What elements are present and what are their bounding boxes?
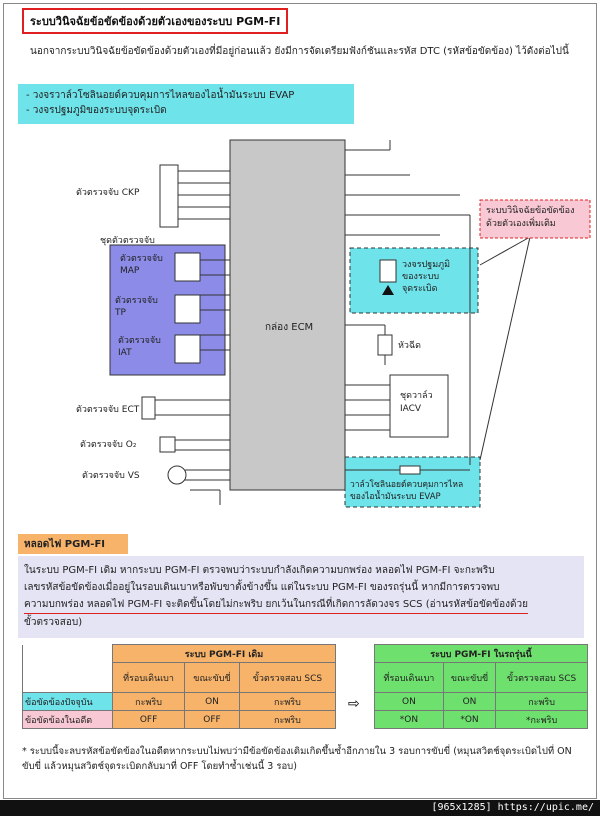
lamp-description: ในระบบ PGM-FI เดิม หากระบบ PGM-FI ตรวจพบ… (18, 556, 584, 638)
ckp-connector (159, 164, 179, 228)
ignition-arrow-icon (382, 285, 394, 295)
pink-callout (479, 199, 591, 239)
o2-sensor-symbol (159, 436, 176, 453)
arrow-icon: ⇨ (348, 696, 360, 712)
page-title: ระบบวินิจฉัยข้อขัดข้องด้วยตัวเองของระบบ … (22, 8, 289, 34)
list-item: - วงจรวาล์วโซลินอยด์ควบคุมการไหลของไอน้ำ… (26, 90, 295, 101)
pink-callout-label: ระบบวินิจฉัยข้อขัดข้องด้วยตัวเองเพิ่มเติ… (486, 206, 575, 229)
injector-label: หัวฉีด (398, 341, 421, 351)
sensor-set-label: ชุดตัวตรวจจับ (100, 236, 155, 246)
footnote: * ระบบนี้จะลบรหัสข้อขัดข้องในอดีตหากระบบ… (22, 746, 572, 772)
ecm-box (229, 139, 346, 491)
ignition-coil-symbol (379, 259, 397, 283)
ect-sensor-symbol (141, 396, 156, 420)
vs-sensor-symbol (167, 465, 187, 485)
lamp-comparison: ระบบ PGM-FI เดิม ที่รอบเดินเบา ขณะขับขี่… (22, 644, 588, 738)
list-item: - วงจรปฐมภูมิของระบบจุดระเบิด (26, 105, 167, 116)
ecm-label: กล่อง ECM (265, 322, 314, 333)
ignition-label: วงจรปฐมภูมิของระบบจุดระเบิด (402, 260, 451, 294)
wiring-lines (109, 139, 591, 508)
ckp-label: ตัวตรวจจับ CKP (76, 188, 140, 198)
lamp-heading: หลอดไฟ PGM-FI (18, 534, 128, 554)
ect-label: ตัวตรวจจับ ECT (76, 405, 140, 415)
iat-sensor-symbol (174, 334, 201, 364)
tp-sensor-symbol (174, 294, 201, 324)
evap-highlight (344, 456, 481, 508)
intro-text: นอกจากระบบวินิจฉัยข้อขัดข้องด้วยตัวเองที… (30, 46, 569, 57)
old-system-table: ระบบ PGM-FI เดิม ที่รอบเดินเบา ขณะขับขี่… (22, 644, 337, 729)
watermark: [965x1285] https://upic.me/ (0, 800, 600, 816)
new-dtc-list: - วงจรวาล์วโซลินอยด์ควบคุมการไหลของไอน้ำ… (18, 84, 354, 124)
o2-label: ตัวตรวจจับ O₂ (80, 440, 137, 450)
evap-label: วาล์วโซลินอยด์ควบคุมการไหลของไอน้ำมันระบ… (350, 480, 464, 502)
table-row: ON ON กะพริบ (374, 692, 588, 711)
map-sensor-symbol (174, 252, 201, 282)
injector-symbol (377, 334, 393, 356)
ignition-highlight (349, 247, 479, 314)
new-system-table: ระบบ PGM-FI ในรถรุ่นนี้ ที่รอบเดินเบา ขณ… (374, 644, 588, 729)
iacv-box (389, 374, 449, 438)
table-row: *ON *ON *กะพริบ (374, 710, 588, 729)
table-row: ข้อขัดข้องในอดีต OFF OFF กะพริบ (22, 710, 337, 729)
vs-label: ตัวตรวจจับ VS (82, 471, 140, 481)
table-row: ข้อขัดข้องปัจจุบัน กะพริบ ON กะพริบ (22, 692, 337, 711)
ecm-wiring-diagram: กล่อง ECM ตัวตรวจจับ CKP ชุดตัวตรวจจับ ต… (60, 135, 600, 515)
evap-solenoid-symbol (399, 465, 421, 475)
